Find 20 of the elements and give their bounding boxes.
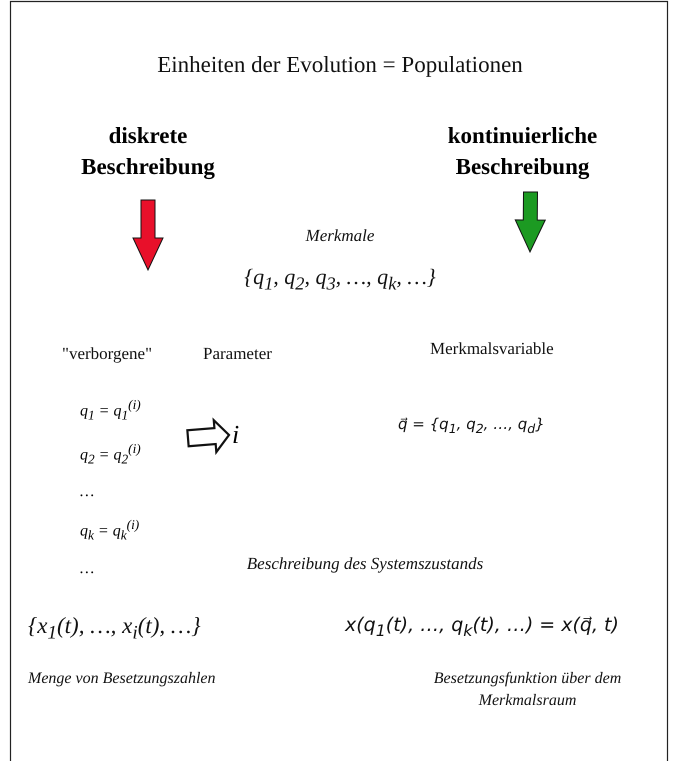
block-arrow [186,417,230,456]
formula-line: … [80,482,96,502]
annotation: "verborgene" [62,343,152,365]
title: Einheiten der Evolution = Populationen [156,52,524,78]
block-arrow [514,191,546,254]
caption: Menge von Besetzungszahlen [28,669,216,689]
annotation: Merkmalsvariable [430,338,554,360]
caption: Beschreibung des Systemszustands [246,553,484,575]
variable: i [232,420,240,450]
heading: diskrete Beschreibung [80,122,216,182]
formula: q⃗ = {q$_{1}$, q$_{2}$, …, q$_{d}$} [398,414,545,438]
block-arrow [132,200,164,272]
annotation: Parameter [203,343,272,365]
formula: {x$_{1}$(t), …, x$_{i}$(t), …} [28,612,201,646]
heading: kontinuierliche Beschreibung [446,122,598,182]
formula: x(q$_{1}$(t), …, q$_{k}$(t), …) = x(q⃗, t) [345,613,619,642]
formula: {q$_{1}$, q$_{2}$, q$_{3}$, …, q$_{k}$, …} [243,263,437,296]
caption: Merkmale [304,225,376,247]
caption: Besetzungsfunktion über dem Merkmalsraum [432,669,622,711]
formula-line: … [80,558,96,579]
